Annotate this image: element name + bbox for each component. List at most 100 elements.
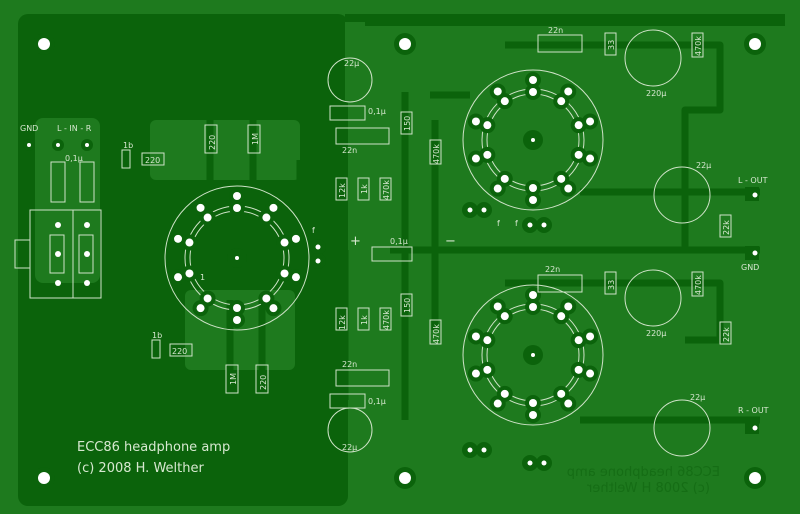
- label: 1b: [152, 331, 162, 340]
- label: 1M: [229, 373, 238, 385]
- tube-pin: [471, 154, 480, 163]
- label: 1k: [360, 184, 369, 194]
- label: 470k: [382, 180, 391, 200]
- label: 150: [403, 116, 412, 131]
- label: 220: [259, 375, 268, 390]
- tube-pin: [564, 302, 573, 311]
- label: 22µ: [344, 59, 359, 68]
- label: 22n: [342, 146, 357, 155]
- tube-pins: [170, 72, 599, 423]
- tube-pin: [557, 312, 566, 321]
- tube-pin: [574, 150, 583, 159]
- output-components: 22n 33 220µ 470k 22µ L - OUT 22k GND 22n…: [537, 26, 769, 457]
- tube-pin: [493, 87, 502, 96]
- tube-pin: [586, 117, 595, 126]
- tube-pin: [185, 238, 194, 247]
- heater-label: f: [312, 226, 315, 235]
- mounting-holes: [33, 33, 766, 489]
- tube-pin: [262, 213, 271, 222]
- tube-pin: [564, 184, 573, 193]
- plus-label: +: [350, 234, 361, 249]
- tube-pin: [471, 332, 480, 341]
- tube-pin: [586, 369, 595, 378]
- label: 220: [208, 135, 217, 150]
- tube-pin: [483, 336, 492, 345]
- label: 22µ: [696, 161, 711, 170]
- tube-pin: [529, 196, 537, 204]
- tube-pin: [557, 97, 566, 106]
- tube-pin: [280, 269, 289, 278]
- label: 22n: [342, 360, 357, 369]
- label: 470k: [382, 310, 391, 330]
- gnd-out-label: GND: [741, 263, 759, 272]
- tube-pin: [500, 97, 509, 106]
- label: 22µ: [690, 393, 705, 402]
- tube-pin: [483, 121, 492, 130]
- tube-pin: [233, 316, 241, 324]
- pin1-marker: 1: [200, 273, 205, 282]
- traces: [150, 41, 760, 424]
- label: 1k: [360, 315, 369, 325]
- mirrored-title: ECC86 headphone amp: [567, 465, 720, 480]
- tube-pin: [233, 192, 241, 200]
- label: 0,1µ: [368, 107, 386, 116]
- tube-pin: [262, 294, 271, 303]
- label: 1M: [251, 133, 260, 145]
- label: 220: [172, 347, 187, 356]
- tube-pin: [564, 87, 573, 96]
- label: 22µ: [342, 443, 357, 452]
- label: 470k: [432, 144, 441, 164]
- tube-pin: [529, 88, 537, 96]
- grid-components: 1b 220 220 1M 1b 220 1M 220: [121, 124, 269, 394]
- tube-pin: [529, 411, 537, 419]
- heater-label: f: [515, 219, 518, 228]
- tube-pin: [233, 204, 241, 212]
- input-lr-label: L - IN - R: [57, 124, 92, 133]
- label: 22n: [548, 26, 563, 35]
- label: 22n: [545, 265, 560, 274]
- tube-pin: [471, 117, 480, 126]
- input-section: GND L - IN - R 0,1µ: [14, 124, 102, 299]
- tube-pin: [529, 291, 537, 299]
- tube-pin: [493, 399, 502, 408]
- tube-pin: [196, 203, 205, 212]
- label: 150: [403, 298, 412, 313]
- tube-pin: [500, 174, 509, 183]
- label: 470k: [694, 275, 703, 295]
- label: 470k: [694, 36, 703, 56]
- label: 220µ: [646, 329, 666, 338]
- tube-pin: [529, 184, 537, 192]
- label: 470k: [432, 324, 441, 344]
- tube-pin: [574, 365, 583, 374]
- label: 22k: [722, 220, 731, 235]
- label: 12k: [338, 315, 347, 330]
- tube-pin: [483, 150, 492, 159]
- heater-label: f: [497, 219, 500, 228]
- tube-pin: [586, 332, 595, 341]
- tube-pin: [529, 303, 537, 311]
- tube-pin: [493, 302, 502, 311]
- mirrored-text: ECC86 headphone amp (c) 2008 H Welther: [567, 465, 720, 496]
- label: 0,1µ: [390, 237, 408, 246]
- tube-pin: [557, 389, 566, 398]
- tube-pin: [500, 312, 509, 321]
- board-copyright: (c) 2008 H. Welther: [77, 461, 204, 476]
- tube-pin: [203, 213, 212, 222]
- mirrored-copyright: (c) 2008 H Welther: [586, 481, 710, 496]
- tube-pin: [269, 203, 278, 212]
- tube-pin: [280, 238, 289, 247]
- label: 220: [145, 156, 160, 165]
- center-components: 22µ 0,1µ 22n 12k 1k 470k 150 470k + 0,1µ…: [327, 57, 456, 453]
- tube-pin: [574, 121, 583, 130]
- tube-pin: [564, 399, 573, 408]
- minus-label: −: [445, 234, 456, 249]
- tube-pin: [529, 399, 537, 407]
- tube-pin: [483, 365, 492, 374]
- label: 0,1µ: [368, 397, 386, 406]
- tube-pin: [586, 154, 595, 163]
- board-title: ECC86 headphone amp: [77, 440, 230, 455]
- tube-pin: [557, 174, 566, 183]
- tube-pin: [500, 389, 509, 398]
- tube-pin: [291, 234, 300, 243]
